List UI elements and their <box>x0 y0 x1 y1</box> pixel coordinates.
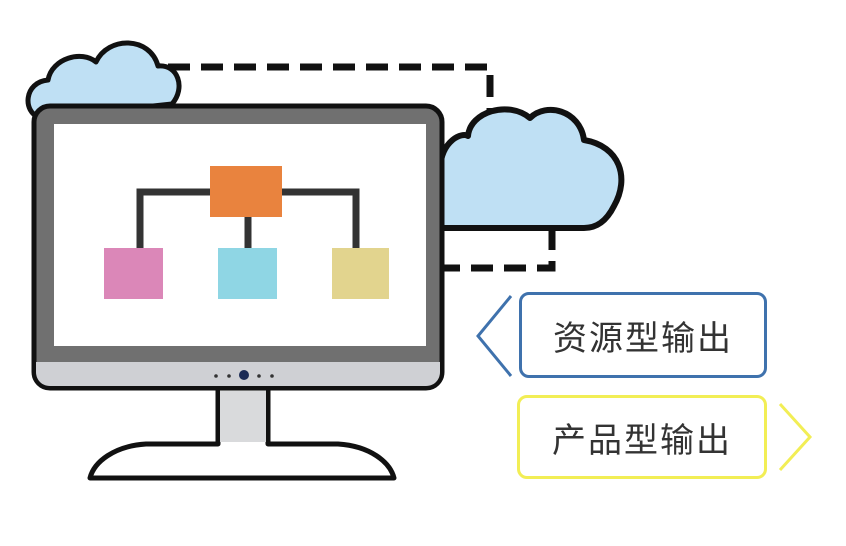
monitor-base-band <box>36 362 440 386</box>
org-node-right <box>332 248 389 299</box>
cloud-right-icon <box>437 106 625 231</box>
org-node-middle <box>218 248 277 299</box>
indicator-dot <box>214 374 218 378</box>
dashed-connector-bottom <box>442 228 556 272</box>
product-output-box: 产品型输出 <box>517 395 767 479</box>
indicator-dot <box>270 374 274 378</box>
indicator-dot <box>257 374 261 378</box>
chevron-left-icon <box>476 295 513 377</box>
org-node-top <box>210 166 282 217</box>
indicator-dot <box>227 374 231 378</box>
power-button-icon <box>239 370 249 380</box>
chevron-right-icon <box>778 402 813 472</box>
dashed-connector-top <box>168 63 494 112</box>
monitor-screen <box>54 124 426 346</box>
cloud-left-icon <box>25 40 182 121</box>
org-node-left <box>104 248 163 299</box>
resource-output-label: 资源型输出 <box>553 318 733 359</box>
product-output-label: 产品型输出 <box>552 420 732 461</box>
resource-output-box: 资源型输出 <box>519 292 767 378</box>
monitor-neck <box>220 386 266 442</box>
